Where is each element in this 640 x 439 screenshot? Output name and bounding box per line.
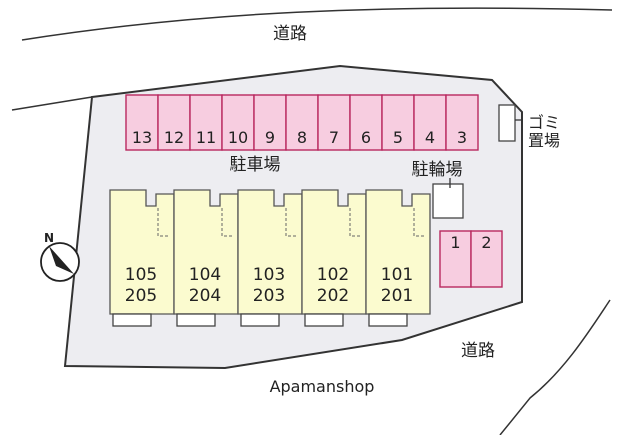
watermark: Apamanshop [270, 377, 375, 396]
parking-space-number: 4 [425, 128, 435, 147]
parking-space [189, 94, 223, 151]
parking-space-number: 10 [228, 128, 248, 147]
parking-space-number: 9 [265, 128, 275, 147]
unit-number-upper: 201 [381, 286, 413, 306]
unit-interior-line [221, 208, 234, 237]
unit-entrance-step [368, 313, 408, 327]
unit-entrance-step [176, 313, 216, 327]
parking-space [317, 94, 351, 151]
parking-space [470, 230, 503, 288]
unit-number-ground: 102 [317, 265, 349, 285]
garbage-label-line1: ゴミ [528, 113, 560, 132]
unit-number-upper: 204 [189, 286, 221, 306]
unit-entrance-step [304, 313, 344, 327]
unit-number-upper: 203 [253, 286, 285, 306]
road-edge-left [11, 96, 93, 111]
parking-space [439, 230, 472, 288]
parking-row-top: 13 12 11 10 9 8 7 6 5 4 3 [125, 94, 479, 151]
parking-space-number: 13 [132, 128, 152, 147]
parking-space-number: 12 [164, 128, 184, 147]
parking-space-number: 1 [450, 233, 460, 252]
parking-space-number: 8 [297, 128, 307, 147]
road-label-bottom: 道路 [461, 341, 495, 361]
unit-entrance-step [240, 313, 280, 327]
parking-space [253, 94, 287, 151]
garbage-bin [498, 104, 516, 142]
north-arrow-icon [49, 246, 74, 274]
compass-north-label: N [44, 231, 54, 245]
parking-label: 駐車場 [230, 155, 281, 175]
road-label-top: 道路 [273, 24, 307, 44]
parking-space-number: 6 [361, 128, 371, 147]
parking-space-number: 7 [329, 128, 339, 147]
unit-entrance-step [112, 313, 152, 327]
parking-space [157, 94, 191, 151]
parking-space-number: 11 [196, 128, 216, 147]
bicycle-parking-shed [432, 183, 464, 219]
unit-number-upper: 205 [125, 286, 157, 306]
parking-space [413, 94, 447, 151]
unit-interior-line [157, 208, 170, 237]
compass: N [40, 231, 80, 282]
parking-space-number: 3 [457, 128, 467, 147]
bicycle-parking-label: 駐輪場 [412, 160, 463, 180]
parking-space [221, 94, 255, 151]
parking-space [285, 94, 319, 151]
parking-space [445, 94, 479, 151]
unit-interior-line [349, 208, 362, 237]
unit-number-upper: 202 [317, 286, 349, 306]
unit-interior-line [285, 208, 298, 237]
unit-interior-line [413, 208, 426, 237]
parking-space-number: 5 [393, 128, 403, 147]
road-edge-bottom-right [499, 299, 611, 436]
unit-number-ground: 101 [381, 265, 413, 285]
unit-number-ground: 105 [125, 265, 157, 285]
parking-space-number: 2 [481, 233, 491, 252]
garbage-label-line2: 置場 [528, 131, 560, 150]
unit-number-ground: 103 [253, 265, 285, 285]
unit-number-ground: 104 [189, 265, 221, 285]
road-edge-top [21, 7, 613, 41]
